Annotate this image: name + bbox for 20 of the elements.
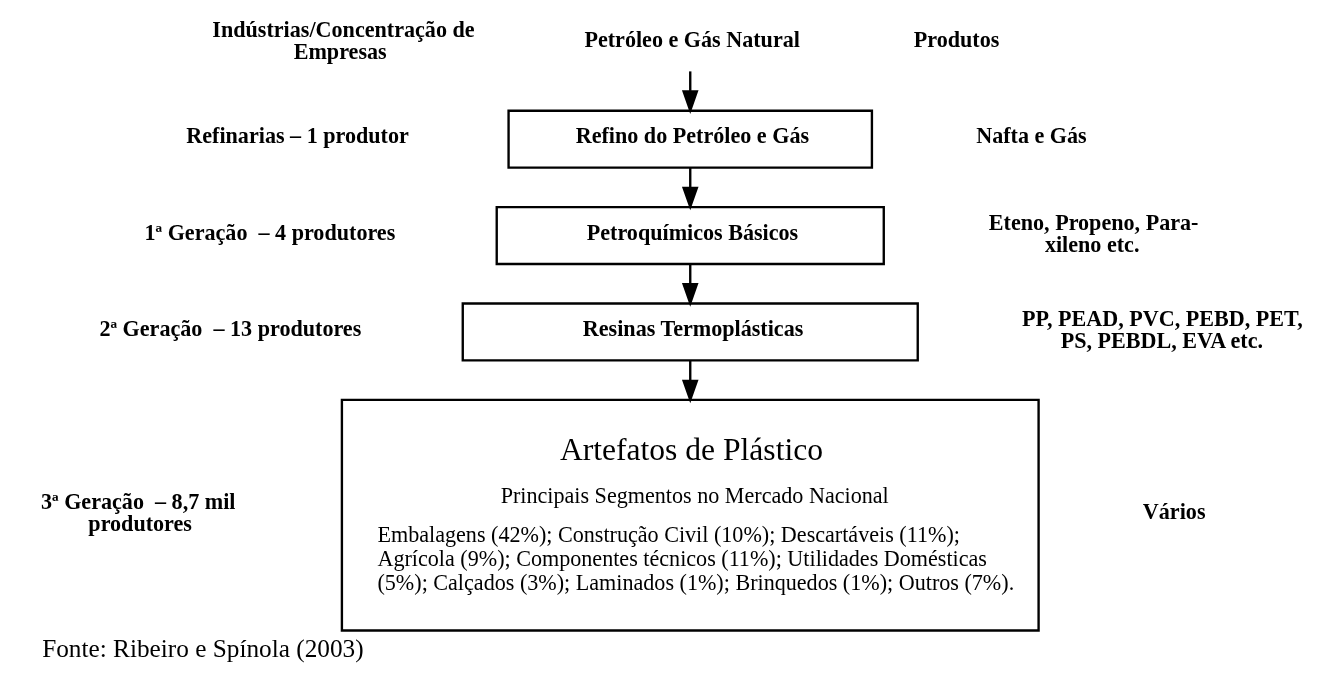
- label: Indústrias/Concentração de Empresas: [212, 16, 475, 64]
- label: Produtos: [913, 27, 1000, 53]
- label: PP, PEAD, PVC, PEBD, PET, PS, PEBDL, EVA etc.: [1022, 305, 1303, 354]
- node-box: Petroquímicos Básicos: [495, 205, 885, 266]
- node-box: Artefatos de Plástico Principais Segmentos no Mercado Nacional Embalagens (42%); Construção Civil (10%); Descartáveis (11%); Agrícola (9%); Componentes técnicos (11%); Utilidades Domésticas (5%); Calçados (3%); Laminados (1%); Brinquedos (1%); Outros (7%).: [340, 398, 1040, 632]
- label: Vários: [1142, 499, 1206, 525]
- label: 1ª Geração – 4 produtores: [144, 219, 396, 245]
- caption: Fonte: Ribeiro e Spínola (2003): [42, 634, 364, 663]
- node-box: Resinas Termoplásticas: [461, 302, 919, 362]
- label: Eteno, Propeno, Para-xileno etc.: [988, 209, 1199, 257]
- node-text: Petróleo e Gás Natural: [584, 27, 800, 53]
- arrow: [681, 71, 699, 114]
- node-box: Refino do Petróleo e Gás: [507, 109, 874, 169]
- arrow: [681, 167, 699, 211]
- label: 2ª Geração – 13 produtores: [99, 316, 362, 342]
- label: Nafta e Gás: [976, 123, 1087, 149]
- arrow: [681, 264, 699, 307]
- arrow: [681, 360, 699, 404]
- label: Refinarias – 1 produtor: [186, 123, 409, 149]
- label: 3ª Geração – 8,7 mil produtores: [40, 489, 236, 537]
